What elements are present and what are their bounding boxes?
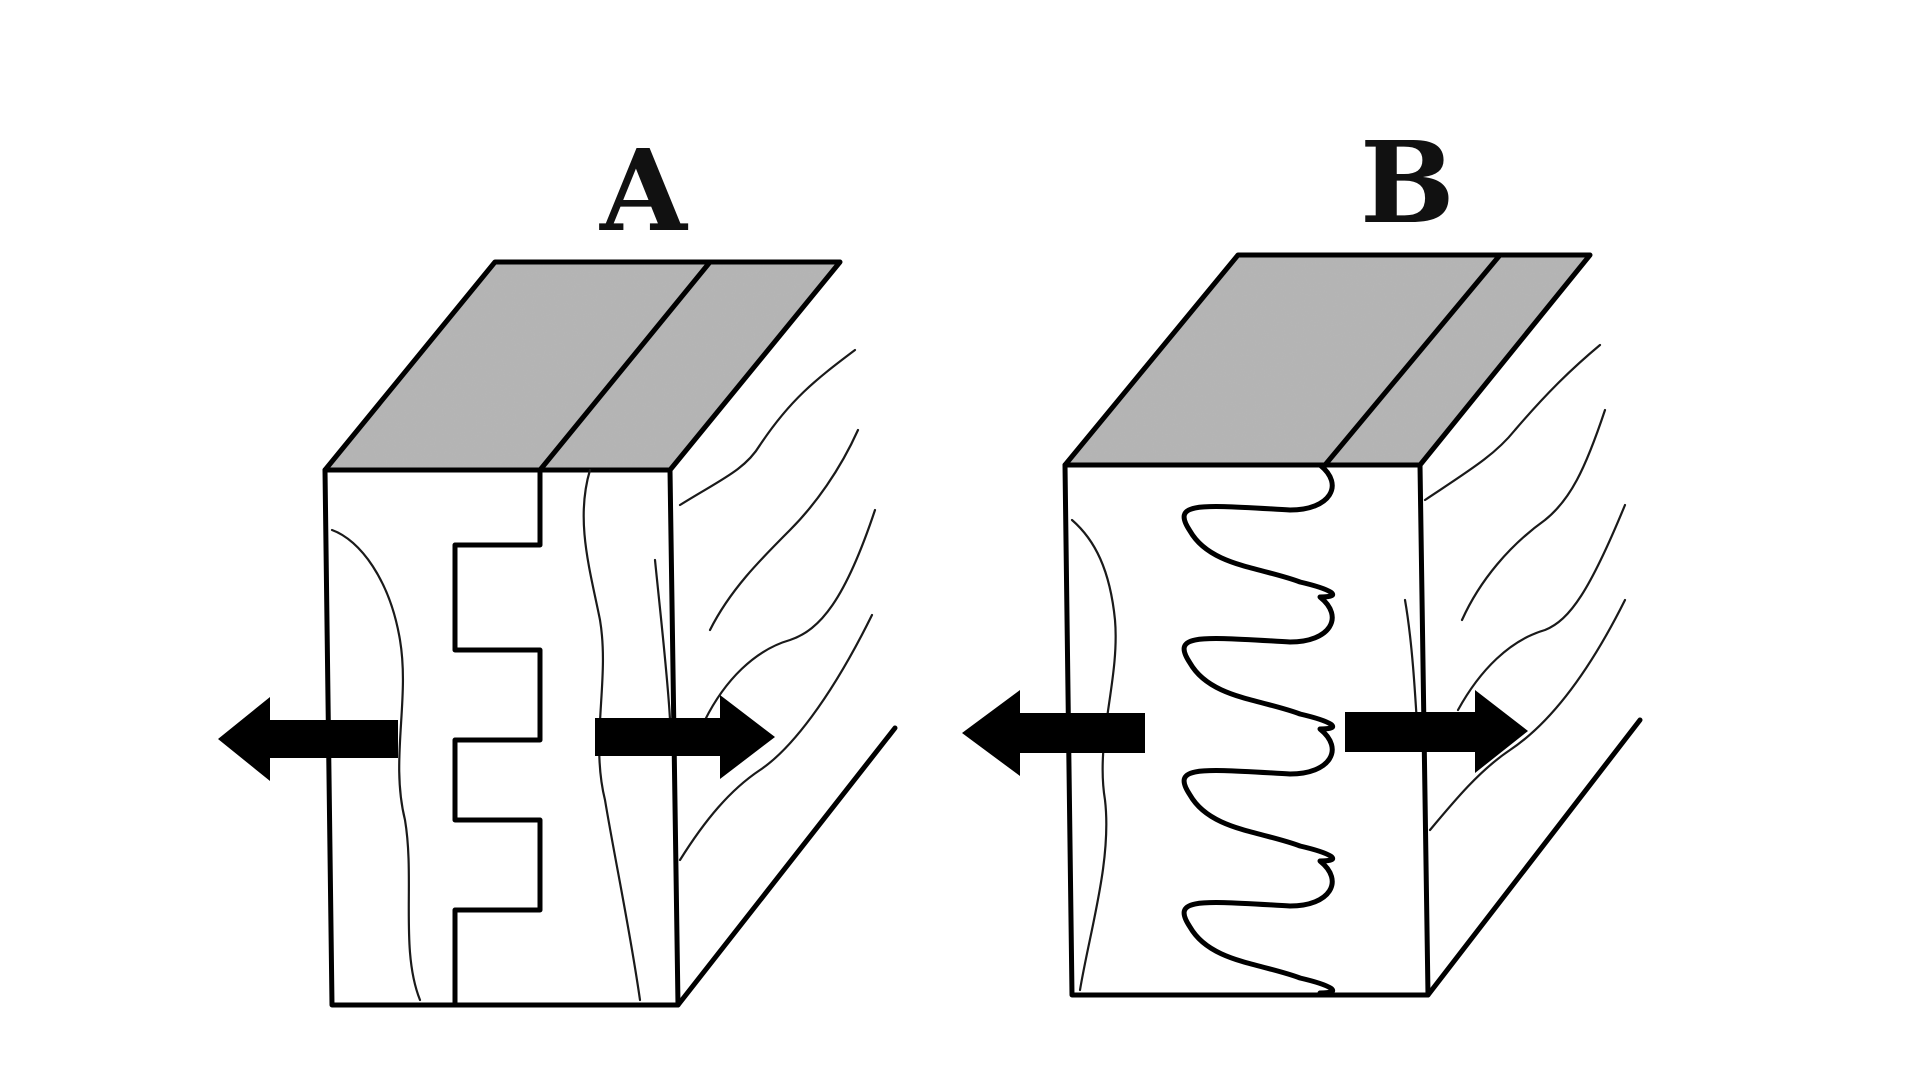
panel-a-top-face [322, 259, 843, 473]
panel-a-side-bottom-edge [675, 725, 898, 1008]
panel-a-rectangular-joint [452, 467, 543, 1008]
panel-b-top-seam [1322, 252, 1503, 468]
panel-b-right-arrow [1345, 690, 1528, 773]
panel-b-label: B [1360, 118, 1455, 249]
panel-b-left-arrow [962, 690, 1145, 776]
panel-b-side-bottom-edge [1425, 717, 1643, 998]
panel-b-rounded-joint [1181, 462, 1336, 996]
panel-a-right-arrow [595, 695, 775, 779]
panel-a: A [218, 126, 898, 1008]
panel-a-left-arrow [218, 697, 398, 781]
panel-a-side-grain [678, 348, 877, 862]
panel-a-top-seam [537, 259, 713, 473]
panel-a-label: A [599, 126, 689, 257]
panel-b-front-grain [1070, 518, 1420, 992]
panel-b-side-grain [1423, 343, 1627, 832]
panel-b: B [962, 118, 1643, 998]
